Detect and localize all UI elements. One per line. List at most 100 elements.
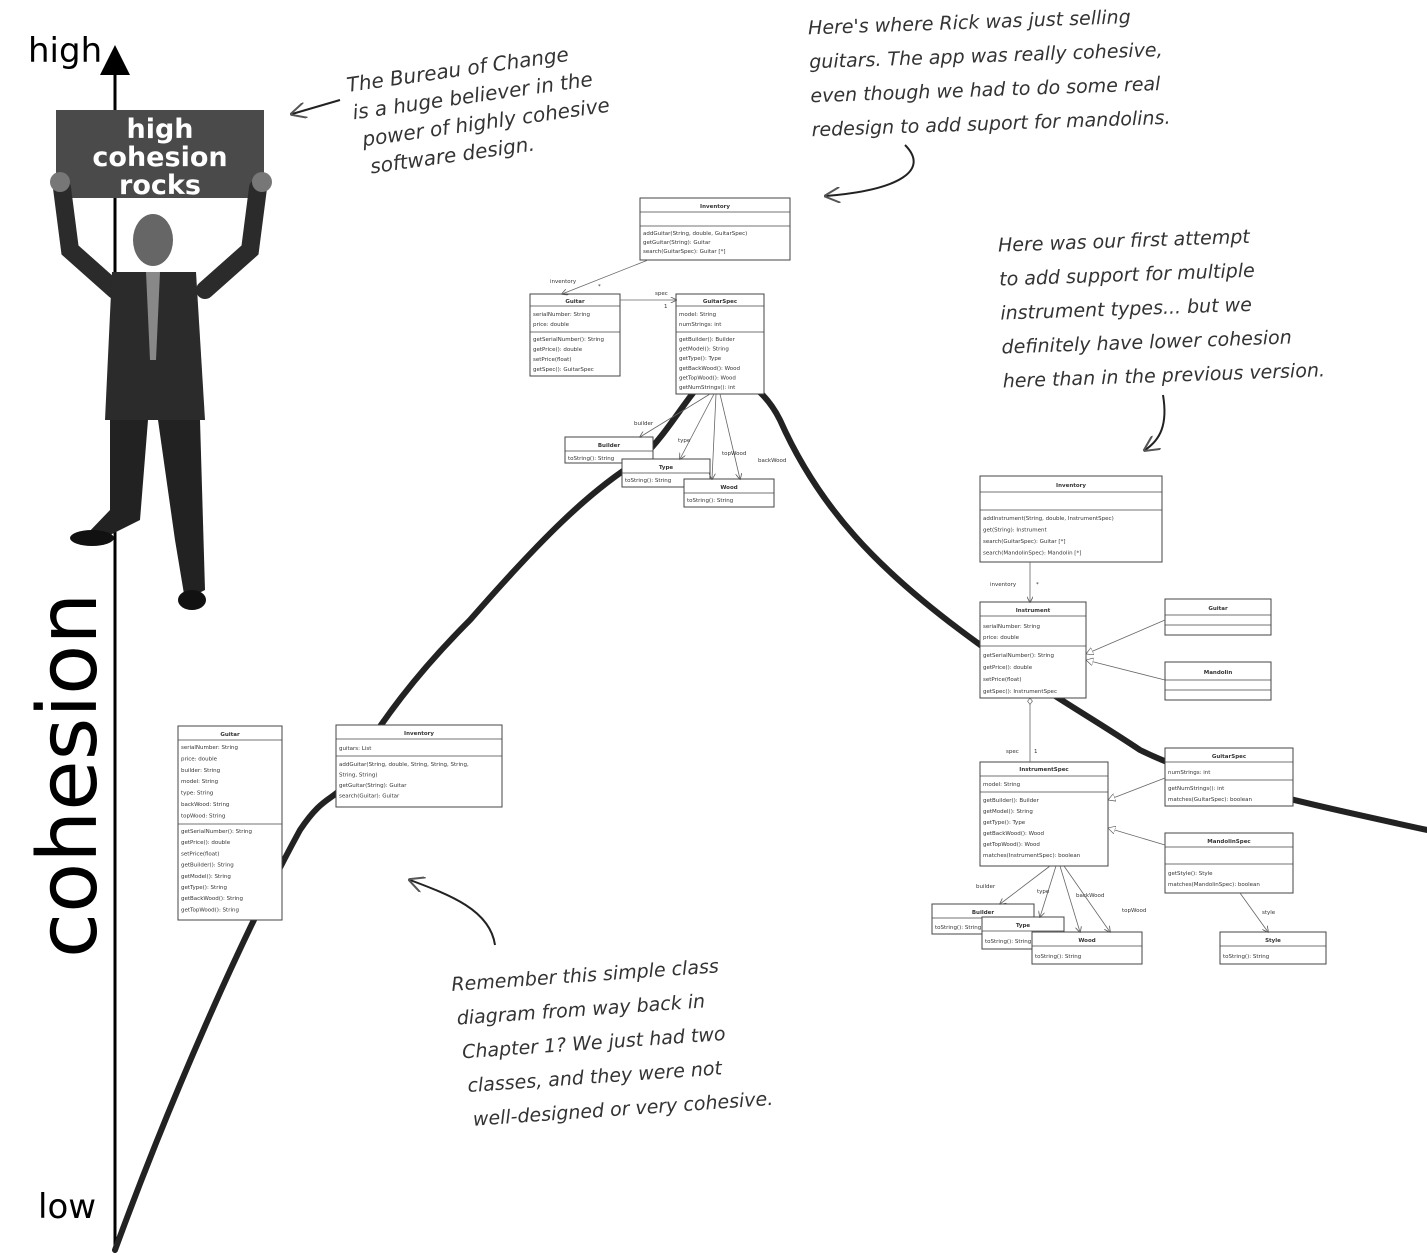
- d2-label-spec: spec: [655, 291, 668, 297]
- d1-guitar-op: getTopWood(): String: [181, 907, 239, 913]
- sign-line-3: rocks: [119, 170, 201, 201]
- d3-builder-op: toString(): String: [935, 925, 981, 931]
- note-remember-line: Chapter 1? We just had two: [461, 1023, 726, 1063]
- d3-inventory-op: get(String): Instrument: [983, 528, 1047, 534]
- note-first-attempt: Here was our first attempt to add suppor…: [998, 226, 1326, 393]
- note-first-line: here than in the previous version.: [1002, 359, 1325, 392]
- d3-instrumentspec-attr: model: String: [983, 782, 1020, 788]
- d1-guitar-op: getSerialNumber(): String: [181, 829, 252, 835]
- person-with-sign: high cohesion rocks: [50, 110, 272, 610]
- d1-inventory-op: String, String): [339, 773, 377, 779]
- d3-inventory-op: search(MandolinSpec): Mandolin [*]: [983, 551, 1081, 557]
- d3-label-type: type: [1037, 889, 1050, 895]
- note-remember: Remember this simple class diagram from …: [451, 955, 774, 1131]
- d3-instrumentspec-op: getTopWood(): Wood: [983, 842, 1040, 848]
- person-head: [133, 214, 173, 266]
- d3-instrument-attr: serialNumber: String: [983, 624, 1040, 630]
- d2-guitarspec-op: getType(): Type: [679, 356, 722, 362]
- sign-board: [56, 110, 264, 198]
- d2-builder-op: toString(): String: [568, 456, 614, 462]
- d2-guitar-op: setPrice(float): [533, 357, 571, 363]
- d3-mandolin-name: Mandolin: [1204, 670, 1233, 676]
- d3-guitarspec-name: GuitarSpec: [1212, 754, 1246, 760]
- d3-instrumentspec-name: InstrumentSpec: [1019, 767, 1068, 773]
- d3-builder-name: Builder: [972, 910, 995, 916]
- d2-guitar-attr: price: double: [533, 322, 570, 328]
- d3-label-star: *: [1036, 582, 1039, 588]
- d2-label-builder: builder: [634, 421, 654, 427]
- d2-guitarspec-attr: model: String: [679, 312, 716, 318]
- d1-inventory-class: Inventory guitars: List addGuitar(String…: [335, 724, 503, 808]
- d3-inventory-name: Inventory: [1056, 483, 1086, 489]
- d1-guitar-attr: model: String: [181, 779, 218, 785]
- d2-guitarspec-op: getModel(): String: [679, 347, 729, 353]
- d2-guitarspec-name: GuitarSpec: [703, 299, 737, 305]
- d3-instrumentspec-op: getModel(): String: [983, 809, 1033, 815]
- d3-instrument-op: getSerialNumber(): String: [983, 653, 1054, 659]
- d2-label-inventory: inventory: [550, 279, 577, 285]
- d2-type-name: Type: [659, 465, 674, 471]
- d3-style-name: Style: [1265, 938, 1281, 944]
- d3-label-topwood: topWood: [1122, 908, 1146, 914]
- note-remember-arrow: [410, 880, 496, 946]
- note-first-line: instrument types... but we: [1000, 294, 1252, 325]
- note-remember-line: well-designed or very cohesive.: [472, 1088, 774, 1131]
- d1-inventory-op: search(Guitar): Guitar: [339, 794, 400, 800]
- d3-guitarspec-op: getNumStrings(): int: [1168, 786, 1225, 792]
- d2-guitar-name: Guitar: [565, 299, 585, 305]
- d2-type-op: toString(): String: [625, 478, 671, 484]
- d1-guitar-name: Guitar: [220, 732, 240, 738]
- d3-instrumentspec-op: getBuilder(): Builder: [983, 798, 1040, 804]
- d3-guitarspec-class: GuitarSpec numStrings: int getNumStrings…: [1164, 747, 1294, 807]
- d1-inventory-op: addGuitar(String, double, String, String…: [339, 762, 469, 768]
- d1-guitar-attr: type: String: [181, 791, 213, 797]
- note-rick-arrow: [826, 144, 915, 196]
- note-first-line: definitely have lower cohesion: [1001, 326, 1292, 358]
- d1-guitar-attr: backWood: String: [181, 802, 229, 808]
- d2-guitarspec-op: getNumStrings(): int: [679, 385, 736, 391]
- d2-label-type: type: [678, 438, 691, 444]
- note-rick-line: Here's where Rick was just selling: [808, 6, 1131, 39]
- d1-guitar-op: getBuilder(): String: [181, 863, 234, 869]
- d1-guitar-attr: price: double: [181, 756, 218, 762]
- d2-label-backwood: backWood: [758, 458, 786, 464]
- d3-instrument-attr: price: double: [983, 635, 1020, 641]
- note-rick-line: even though we had to do some real: [810, 73, 1161, 107]
- d1-guitar-op: getModel(): String: [181, 874, 231, 880]
- sign-line-2: cohesion: [92, 142, 227, 173]
- d3-instrumentspec-op: getType(): Type: [983, 820, 1026, 826]
- d2-inventory-op: addGuitar(String, double, GuitarSpec): [643, 231, 747, 237]
- d2-guitarspec-op: getTopWood(): Wood: [679, 375, 736, 381]
- note-first-line: Here was our first attempt: [998, 226, 1252, 257]
- d3-mandolinspec-op: getStyle(): Style: [1168, 871, 1213, 877]
- d3-label-style: style: [1262, 910, 1276, 916]
- d2-guitarspec-op: getBackWood(): Wood: [679, 366, 740, 372]
- d2-wood-class: Wood toString(): String: [683, 478, 775, 508]
- d3-style-class: Style toString(): String: [1219, 931, 1327, 965]
- d3-instrument-op: getSpec(): InstrumentSpec: [983, 689, 1057, 695]
- d3-label-backwood: backWood: [1076, 893, 1104, 899]
- note-remember-line: diagram from way back in: [456, 990, 706, 1029]
- d3-wood-op: toString(): String: [1035, 954, 1081, 960]
- d3-wood-name: Wood: [1078, 938, 1095, 944]
- d2-inventory-name: Inventory: [700, 204, 730, 210]
- d2-guitarspec-attr: numStrings: int: [679, 322, 722, 328]
- d2-label-one: 1: [664, 304, 668, 310]
- note-rick-line: guitars. The app was really cohesive,: [809, 39, 1163, 73]
- d3-type-name: Type: [1016, 923, 1031, 929]
- d2-label-star: *: [598, 284, 601, 290]
- note-remember-line: classes, and they were not: [467, 1057, 724, 1097]
- sign-line-1: high: [126, 114, 193, 145]
- d3-mandolin-class: Mandolin: [1164, 661, 1272, 701]
- d3-instrumentspec-op: getBackWood(): Wood: [983, 831, 1044, 837]
- d3-instrumentspec-class: InstrumentSpec model: String getBuilder(…: [979, 761, 1109, 867]
- d1-guitar-op: getBackWood(): String: [181, 896, 243, 902]
- d2-guitar-op: getSerialNumber(): String: [533, 337, 604, 343]
- d3-type-op: toString(): String: [985, 939, 1031, 945]
- d3-instrumentspec-op: matches(InstrumentSpec): boolean: [983, 853, 1081, 859]
- diagram3: Inventory addInstrument(String, double, …: [931, 475, 1327, 965]
- d1-guitar-attr: topWood: String: [181, 813, 225, 819]
